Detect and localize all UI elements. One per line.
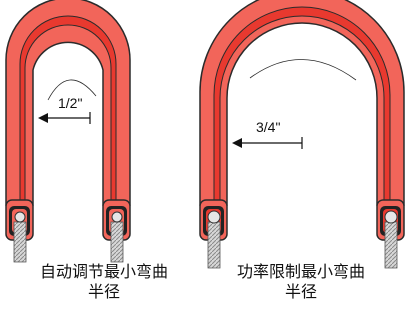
right-caption-line2: 半径 (284, 282, 317, 301)
right-caption-line1: 功率限制最小弯曲 (236, 262, 365, 281)
left-caption-line2: 半径 (87, 282, 120, 301)
right-radius-label: 3/4" (256, 119, 280, 135)
right-cable-inner-band (213, 6, 391, 206)
left-radius-label: 1/2" (58, 95, 82, 111)
right-cable-outer-jacket (199, 0, 405, 206)
right-cable: 3/4" (199, 0, 405, 269)
left-cable-end-left (5, 199, 34, 263)
left-radius-dimension: 1/2" (38, 95, 91, 124)
right-cable-end-right (376, 199, 405, 269)
left-caption: 自动调节最小弯曲 半径 (4, 262, 204, 302)
left-cable: 1/2" (5, 0, 131, 263)
right-radius-dimension: 3/4" (232, 119, 303, 149)
left-cable-end-right (102, 199, 131, 263)
left-caption-line1: 自动调节最小弯曲 (39, 262, 168, 281)
right-cable-end-left (199, 199, 228, 269)
right-caption: 功率限制最小弯曲 半径 (201, 262, 401, 302)
left-cable-outer-jacket (5, 0, 131, 206)
